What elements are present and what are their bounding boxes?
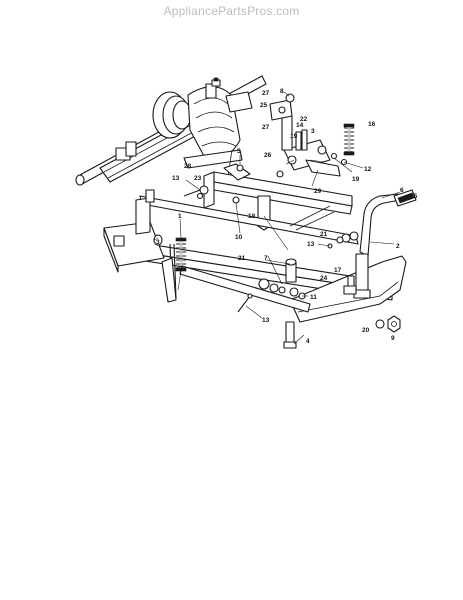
callout-20: 20 <box>362 327 370 334</box>
upper-linkage-plate <box>269 93 348 178</box>
callout-14: 14 <box>296 122 304 129</box>
callout-23: 23 <box>194 175 202 182</box>
callout-12: 12 <box>364 166 372 173</box>
callout-10: 10 <box>235 234 243 241</box>
callout-18: 18 <box>248 213 256 220</box>
leader-lines <box>153 91 401 345</box>
transaxle-assembly <box>75 75 267 186</box>
callout-16: 16 <box>368 121 376 128</box>
bolt-24-17 <box>343 275 357 295</box>
callout-3-upper: 3 <box>311 128 315 135</box>
spring-16 <box>343 123 355 156</box>
callout-28: 28 <box>184 163 192 170</box>
cotter-pin-13 <box>183 189 253 313</box>
bolt-4 <box>283 321 297 349</box>
callout-27-middle: 27 <box>262 124 270 131</box>
callout-19-upper: 19 <box>290 133 298 140</box>
callout-26: 26 <box>264 152 272 159</box>
callout-7: 7 <box>264 255 268 262</box>
callout-2: 2 <box>396 243 400 250</box>
callout-22: 22 <box>300 116 308 123</box>
callout-13-bottom: 13 <box>262 317 270 324</box>
hardware-right-washers <box>327 231 359 249</box>
callout-29: 29 <box>314 188 322 195</box>
upper-linkage-arm <box>203 163 353 231</box>
callout-3: 3 <box>156 239 160 246</box>
callout-25: 25 <box>260 102 268 109</box>
callout-24: 24 <box>320 275 328 282</box>
callout-21-right: 21 <box>320 231 328 238</box>
callout-6: 6 <box>400 187 404 194</box>
callout-labels: 1 2 3 3 4 5 6 7 8 9 10 11 12 13 13 13 14… <box>156 88 418 345</box>
callout-11: 11 <box>310 294 317 301</box>
main-frame <box>103 189 407 323</box>
callout-8: 8 <box>280 88 284 95</box>
callout-27-top: 27 <box>262 90 270 97</box>
callout-21-left: 21 <box>238 255 246 262</box>
watermark-text: AppliancePartsPros.com <box>163 4 300 18</box>
callout-13-left: 13 <box>172 175 180 182</box>
callout-17: 17 <box>334 267 342 274</box>
callout-13-right: 13 <box>307 241 315 248</box>
callout-4: 4 <box>306 338 310 345</box>
callout-9: 9 <box>391 335 395 342</box>
nut-9-washer-20 <box>375 315 401 333</box>
callout-15: 15 <box>410 193 418 200</box>
callout-5: 5 <box>237 148 241 155</box>
callout-19-right: 19 <box>352 176 360 183</box>
shift-lever <box>353 189 417 299</box>
left-control-rod <box>161 243 177 303</box>
callout-1: 1 <box>178 213 182 220</box>
